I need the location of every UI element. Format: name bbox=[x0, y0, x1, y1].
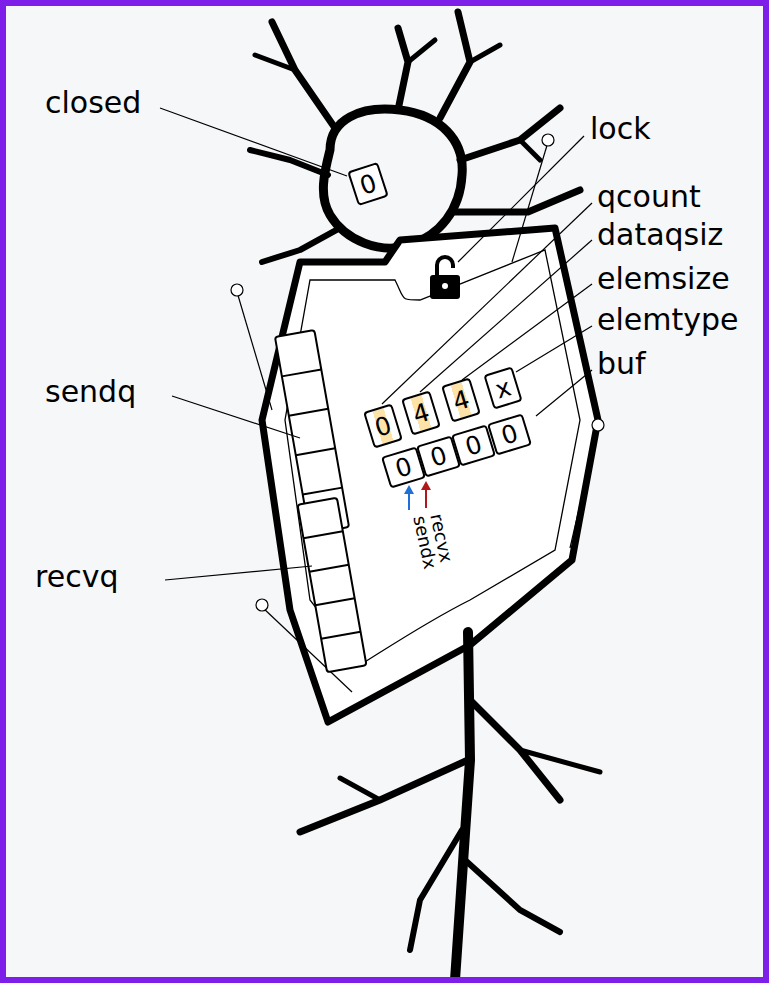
leader-line bbox=[516, 326, 592, 372]
pin-head bbox=[256, 599, 268, 611]
leader-line bbox=[172, 396, 300, 438]
dendrite bbox=[440, 12, 470, 118]
field-label: elemtype bbox=[597, 303, 739, 338]
sendx-arrow bbox=[408, 493, 410, 510]
field-label: elemsize bbox=[597, 262, 730, 297]
leader-line bbox=[462, 284, 592, 380]
axon-trunk bbox=[455, 632, 470, 980]
dendrite bbox=[272, 22, 335, 128]
pin-head bbox=[592, 419, 604, 431]
queue-divider bbox=[289, 409, 328, 416]
field-label: dataqsiz bbox=[597, 218, 723, 253]
axon-branch bbox=[410, 830, 462, 950]
dendrite bbox=[262, 228, 340, 262]
lock-body bbox=[430, 275, 460, 299]
axon-branch bbox=[470, 700, 560, 800]
pins bbox=[231, 134, 604, 692]
recvx-arrow bbox=[425, 489, 427, 508]
pin-head bbox=[231, 284, 243, 296]
value-text: 0 bbox=[463, 431, 486, 460]
field-label: qcount bbox=[597, 180, 701, 215]
field-label: sendq bbox=[45, 375, 136, 410]
dendrite bbox=[255, 55, 295, 70]
value-text: 4 bbox=[410, 399, 433, 428]
queue-outline bbox=[298, 498, 367, 672]
pin bbox=[237, 292, 272, 410]
lock-shackle bbox=[437, 257, 453, 276]
dendrite bbox=[250, 150, 328, 175]
dendrites bbox=[250, 12, 580, 262]
pin-head bbox=[542, 134, 554, 146]
queue-divider bbox=[296, 448, 335, 455]
field-label: closed bbox=[45, 86, 141, 121]
value-text: 4 bbox=[450, 386, 473, 415]
value-text: x bbox=[492, 374, 513, 402]
dendrite-ring bbox=[323, 109, 462, 248]
leader-line bbox=[165, 566, 312, 580]
queue-divider bbox=[303, 531, 342, 538]
value-text: 0 bbox=[498, 420, 521, 449]
axon bbox=[300, 632, 600, 980]
axon-branch bbox=[340, 778, 380, 800]
queue-divider bbox=[309, 565, 348, 572]
queue-divider bbox=[282, 369, 321, 376]
leader-lines bbox=[160, 108, 592, 580]
leader-line bbox=[458, 136, 584, 262]
dendrite bbox=[398, 28, 408, 110]
dendrite bbox=[470, 45, 500, 62]
recvx-arrowhead bbox=[421, 481, 431, 490]
queue-divider bbox=[303, 488, 342, 495]
queue-divider bbox=[321, 632, 360, 639]
leader-line bbox=[536, 370, 592, 416]
axon-branch bbox=[300, 760, 468, 832]
value-text: 0 bbox=[427, 442, 450, 471]
pin bbox=[570, 427, 598, 548]
field-label: recvq bbox=[35, 560, 118, 595]
value-text: 0 bbox=[357, 170, 380, 199]
dendrite bbox=[452, 190, 580, 212]
lock-keyhole bbox=[442, 283, 448, 289]
dendrite bbox=[408, 40, 435, 62]
index-arrows bbox=[404, 481, 431, 510]
sendx-arrowhead bbox=[404, 485, 414, 494]
lock-icon bbox=[430, 257, 460, 299]
field-label: buf bbox=[597, 347, 646, 382]
dendrite bbox=[520, 140, 540, 160]
axon-branch bbox=[520, 750, 600, 772]
cell-body bbox=[262, 228, 598, 722]
queue-divider bbox=[315, 598, 354, 605]
recvq-queue bbox=[298, 498, 367, 672]
axon-branch bbox=[465, 860, 560, 932]
value-text: 0 bbox=[372, 412, 395, 441]
field-label: lock bbox=[590, 112, 651, 147]
closed-flag: 0 bbox=[347, 162, 389, 206]
value-text: 0 bbox=[392, 453, 415, 482]
leader-line bbox=[160, 108, 347, 176]
